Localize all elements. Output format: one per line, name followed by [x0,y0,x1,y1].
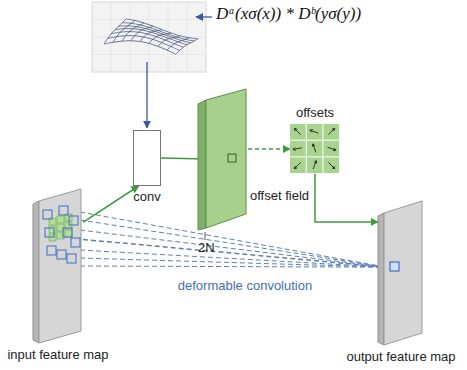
plot-ground [92,2,206,72]
offset-field-slab: offset field [198,88,248,230]
connector [248,148,290,150]
surface-mesh [104,19,198,54]
node-outline [378,200,424,346]
formula-leader [196,16,212,17]
offset-grid: offsets [290,124,340,174]
conv-box: conv [133,130,161,186]
connector [83,186,139,222]
depth-tick [205,232,206,240]
node-label: offset field [250,188,309,203]
plot-grid [92,2,206,72]
plot-to-conv-arrow [146,62,147,128]
node-label: conv [133,189,160,204]
node-label: output feature map [346,349,455,364]
node-label: offsets [296,105,334,120]
node-outline [133,130,161,186]
dimension-label: 2N [198,240,215,255]
feature-map-slab: output feature map [378,200,424,346]
node-label: input feature map [7,347,108,362]
connector [315,174,378,222]
connector [83,239,386,267]
formula-label: Dᵃ(xσ(x)) * Dᵇ(yσ(y)) [216,4,361,24]
node-outline [198,88,248,230]
sampling-lines [80,212,386,267]
node-outline [33,188,83,344]
feature-map-slab: input feature map [33,188,83,344]
node-outline [290,124,340,174]
connector-label: deformable convolution [176,278,314,293]
